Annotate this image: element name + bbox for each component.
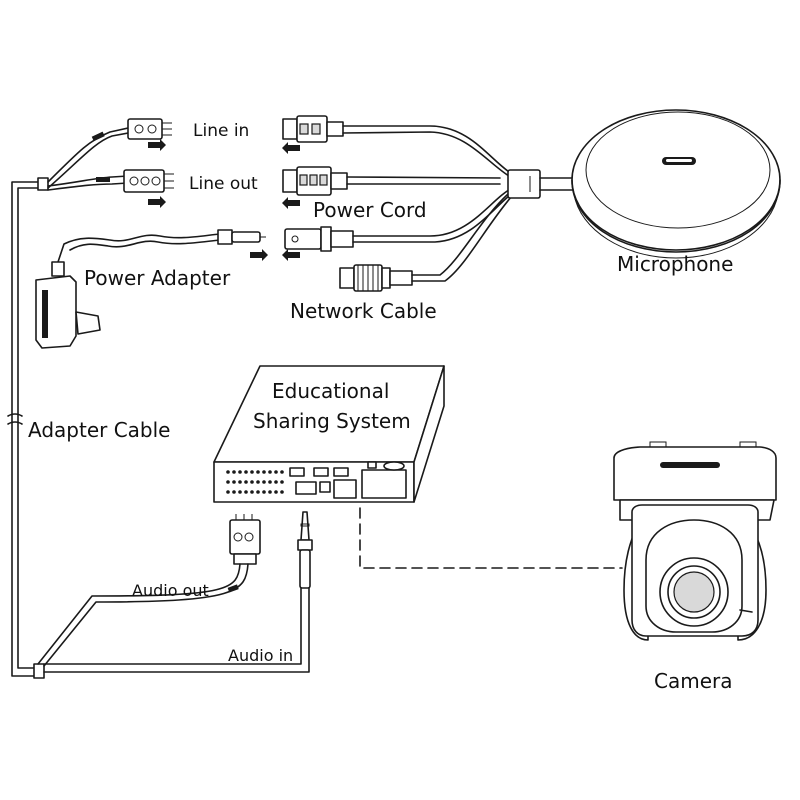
line-in-terminal-block bbox=[127, 118, 172, 140]
microphone-cable-bundle bbox=[342, 125, 585, 282]
line-in-label: Line in bbox=[193, 121, 249, 141]
audio-in-label: Audio in bbox=[228, 646, 293, 665]
microphone-label: Microphone bbox=[617, 252, 733, 276]
line-out-terminal-block bbox=[123, 169, 174, 193]
arrow-left-icon bbox=[282, 142, 300, 154]
educational-sharing-system-device bbox=[213, 365, 445, 503]
audio-out-label: Audio out bbox=[132, 581, 209, 600]
microphone-device bbox=[571, 109, 781, 259]
power-cord-label: Power Cord bbox=[313, 198, 427, 222]
camera-connection-dashed bbox=[359, 507, 623, 569]
sharing-system-label-line1: Educational bbox=[272, 379, 389, 403]
network-cable-label: Network Cable bbox=[290, 299, 437, 323]
arrow-right-icon bbox=[148, 196, 166, 208]
power-adapter-label: Power Adapter bbox=[84, 266, 231, 290]
camera-device bbox=[613, 441, 777, 641]
adapter-cable-label: Adapter Cable bbox=[28, 418, 170, 442]
line-wires bbox=[47, 127, 129, 191]
line-out-label: Line out bbox=[189, 174, 258, 194]
arrow-right-icon bbox=[148, 139, 166, 151]
arrow-left-icon bbox=[282, 197, 300, 209]
sharing-system-label-line2: Sharing System bbox=[253, 409, 411, 433]
camera-label: Camera bbox=[654, 669, 733, 693]
adapter-cable bbox=[7, 177, 49, 679]
power-adapter-device bbox=[35, 229, 266, 349]
audio-in-plug bbox=[297, 511, 313, 589]
audio-wires bbox=[37, 563, 310, 673]
line-in-socket bbox=[282, 115, 344, 143]
audio-out-terminal-block bbox=[229, 514, 261, 565]
power-cord-socket bbox=[284, 226, 354, 252]
arrow-left-icon bbox=[282, 249, 300, 261]
network-cable-connector bbox=[339, 264, 413, 292]
line-out-socket bbox=[282, 166, 348, 196]
rear-panel-ports bbox=[226, 461, 407, 499]
arrow-right-icon bbox=[250, 249, 268, 261]
